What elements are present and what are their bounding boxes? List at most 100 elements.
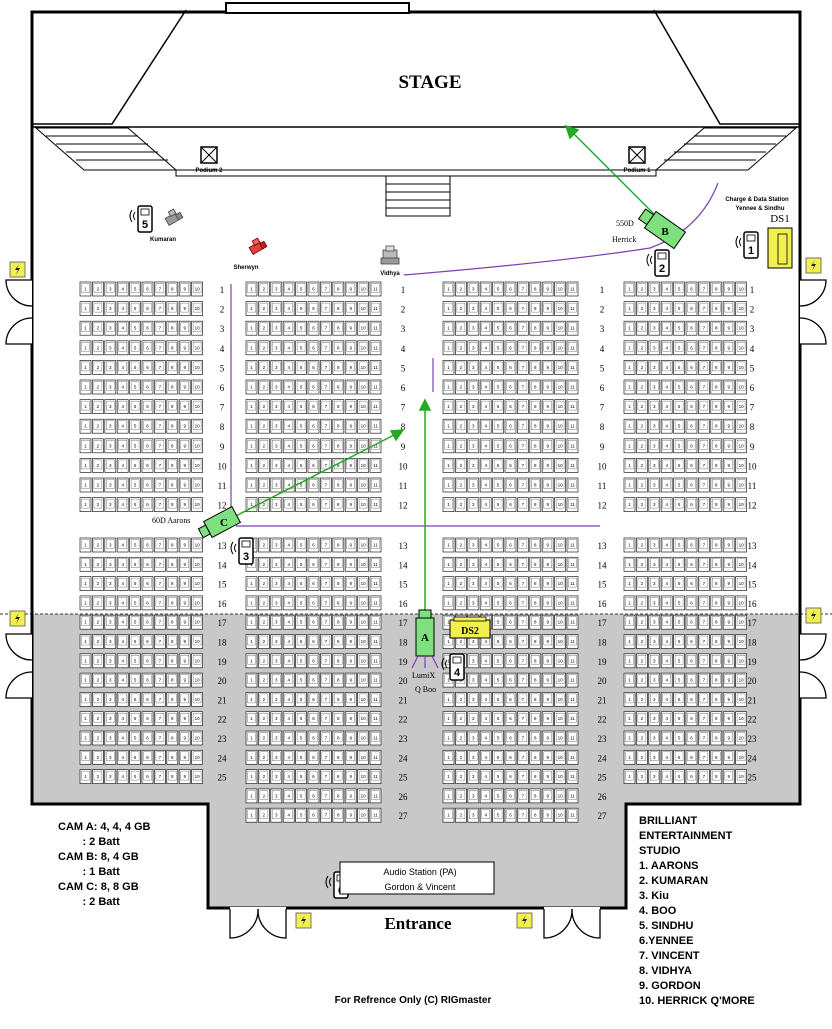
seat[interactable]: 10 bbox=[191, 576, 203, 591]
seat[interactable]: 2 bbox=[258, 614, 270, 630]
seat[interactable]: 7 bbox=[698, 497, 710, 512]
seat[interactable]: 10 bbox=[357, 301, 369, 316]
seat[interactable]: 11 bbox=[369, 497, 382, 512]
seat[interactable]: 5 bbox=[129, 653, 141, 669]
seat[interactable]: 11 bbox=[369, 438, 382, 454]
seat[interactable]: 10 bbox=[735, 360, 747, 375]
seat[interactable]: 4 bbox=[282, 399, 295, 414]
seat[interactable]: 9 bbox=[541, 595, 554, 611]
seat[interactable]: 6 bbox=[307, 730, 320, 746]
seat[interactable]: 11 bbox=[369, 418, 382, 434]
seat[interactable]: 4 bbox=[479, 320, 492, 336]
seat[interactable]: 4 bbox=[660, 769, 673, 784]
seat[interactable]: 5 bbox=[129, 672, 141, 688]
seat[interactable]: 10 bbox=[735, 692, 747, 707]
seat[interactable]: 3 bbox=[648, 281, 661, 297]
seat[interactable]: 11 bbox=[566, 281, 579, 297]
seat[interactable]: 9 bbox=[178, 418, 191, 434]
seat[interactable]: 5 bbox=[492, 281, 504, 297]
seat[interactable]: 9 bbox=[344, 711, 357, 727]
seat[interactable]: 9 bbox=[344, 556, 357, 572]
seat[interactable]: 7 bbox=[320, 711, 332, 727]
seat[interactable]: 11 bbox=[369, 537, 382, 553]
seat[interactable]: 11 bbox=[369, 730, 382, 746]
seat[interactable]: 9 bbox=[722, 692, 735, 707]
seat[interactable]: 7 bbox=[320, 477, 332, 493]
seat[interactable]: 6 bbox=[504, 537, 517, 553]
seat[interactable]: 10 bbox=[357, 711, 369, 727]
seat[interactable]: 1 bbox=[79, 477, 92, 493]
seat[interactable]: 6 bbox=[504, 399, 517, 414]
seat[interactable]: 1 bbox=[79, 301, 92, 316]
seat[interactable]: 2 bbox=[258, 399, 270, 414]
seat[interactable]: 4 bbox=[660, 340, 673, 356]
seat[interactable]: 1 bbox=[623, 692, 636, 707]
seat[interactable]: 6 bbox=[685, 438, 698, 454]
seat[interactable]: 3 bbox=[467, 497, 480, 512]
seat[interactable]: 3 bbox=[270, 788, 283, 804]
seat[interactable]: 2 bbox=[455, 788, 467, 804]
seat[interactable]: 6 bbox=[685, 769, 698, 784]
seat[interactable]: 4 bbox=[479, 379, 492, 395]
seat[interactable]: 4 bbox=[116, 749, 129, 765]
seat[interactable]: 8 bbox=[166, 281, 179, 297]
seat[interactable]: 9 bbox=[541, 711, 554, 727]
seat[interactable]: 8 bbox=[332, 379, 345, 395]
seat[interactable]: 5 bbox=[492, 692, 504, 707]
seat[interactable]: 4 bbox=[479, 438, 492, 454]
seat[interactable]: 5 bbox=[129, 749, 141, 765]
seat[interactable]: 3 bbox=[648, 497, 661, 512]
seat[interactable]: 3 bbox=[648, 692, 661, 707]
seat[interactable]: 4 bbox=[282, 537, 295, 553]
seat[interactable]: 5 bbox=[492, 458, 504, 473]
seat[interactable]: 11 bbox=[369, 634, 382, 649]
seat[interactable]: 7 bbox=[320, 379, 332, 395]
seat[interactable]: 7 bbox=[320, 399, 332, 414]
seat[interactable]: 5 bbox=[129, 595, 141, 611]
seat[interactable]: 8 bbox=[529, 537, 542, 553]
seat[interactable]: 1 bbox=[245, 788, 258, 804]
seat[interactable]: 6 bbox=[141, 576, 154, 591]
seat[interactable]: 4 bbox=[116, 769, 129, 784]
seat[interactable]: 9 bbox=[178, 576, 191, 591]
seat[interactable]: 5 bbox=[492, 788, 504, 804]
seat[interactable]: 4 bbox=[282, 576, 295, 591]
seat[interactable]: 7 bbox=[517, 418, 529, 434]
seat[interactable]: 4 bbox=[660, 614, 673, 630]
seat[interactable]: 4 bbox=[479, 301, 492, 316]
seat[interactable]: 10 bbox=[191, 672, 203, 688]
seat[interactable]: 8 bbox=[529, 595, 542, 611]
seat[interactable]: 5 bbox=[295, 692, 307, 707]
seat[interactable]: 3 bbox=[648, 301, 661, 316]
seat[interactable]: 10 bbox=[357, 653, 369, 669]
seat[interactable]: 10 bbox=[554, 749, 566, 765]
seat[interactable]: 5 bbox=[295, 301, 307, 316]
seat[interactable]: 6 bbox=[307, 769, 320, 784]
seat[interactable]: 8 bbox=[332, 595, 345, 611]
seat[interactable]: 6 bbox=[307, 301, 320, 316]
seat[interactable]: 1 bbox=[245, 653, 258, 669]
seat[interactable]: 3 bbox=[467, 576, 480, 591]
seat[interactable]: 2 bbox=[258, 788, 270, 804]
seat[interactable]: 4 bbox=[116, 692, 129, 707]
seat[interactable]: 10 bbox=[554, 340, 566, 356]
seat[interactable]: 11 bbox=[369, 360, 382, 375]
seat[interactable]: 9 bbox=[722, 418, 735, 434]
seat[interactable]: 4 bbox=[660, 477, 673, 493]
seat[interactable]: 10 bbox=[554, 634, 566, 649]
seat[interactable]: 1 bbox=[623, 360, 636, 375]
seat[interactable]: 1 bbox=[442, 788, 455, 804]
seat[interactable]: 2 bbox=[92, 614, 104, 630]
seat[interactable]: 5 bbox=[673, 711, 685, 727]
seat[interactable]: 1 bbox=[245, 477, 258, 493]
seat[interactable]: 9 bbox=[722, 301, 735, 316]
seat[interactable]: 3 bbox=[104, 556, 117, 572]
seat[interactable]: 8 bbox=[529, 807, 542, 823]
seat[interactable]: 6 bbox=[685, 749, 698, 765]
seat[interactable]: 9 bbox=[344, 692, 357, 707]
seat[interactable]: 2 bbox=[258, 537, 270, 553]
seat[interactable]: 7 bbox=[517, 399, 529, 414]
seat[interactable]: 8 bbox=[710, 497, 723, 512]
seat[interactable]: 8 bbox=[332, 692, 345, 707]
seat[interactable]: 4 bbox=[479, 418, 492, 434]
